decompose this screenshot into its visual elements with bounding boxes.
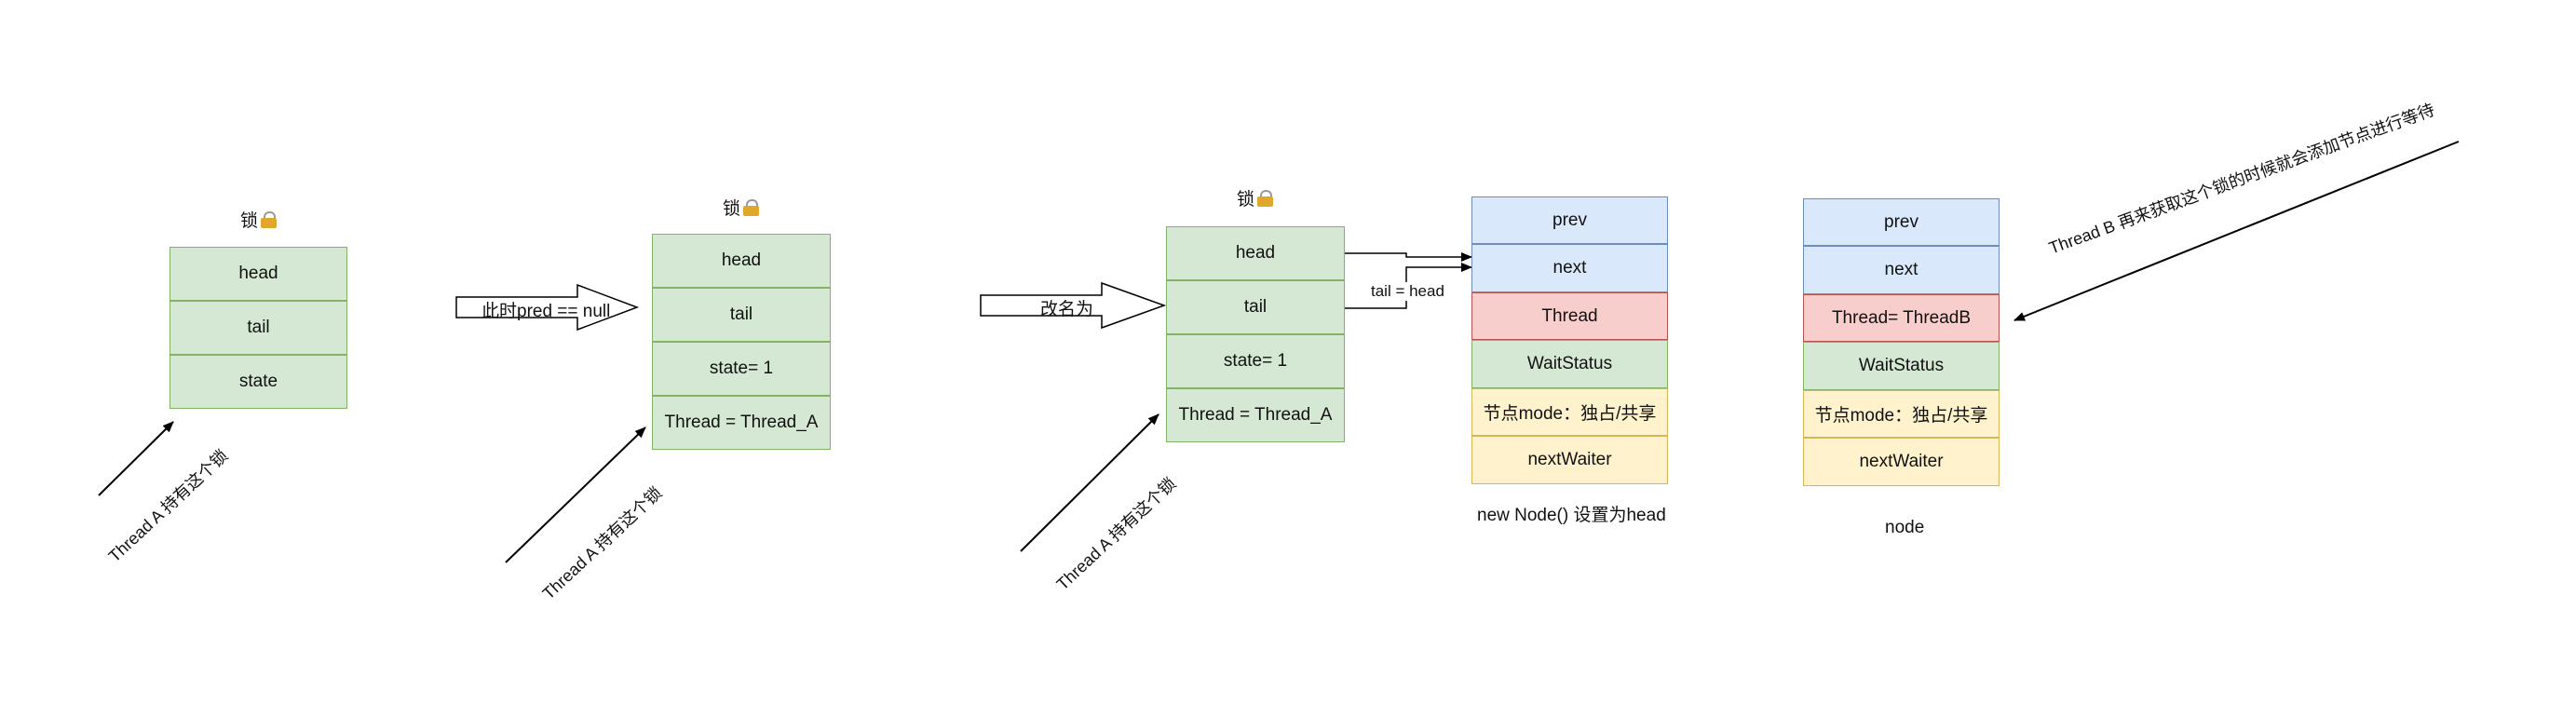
field-head: head <box>652 234 831 288</box>
node-field-waitstatus: WaitStatus <box>1471 340 1668 388</box>
node-field-nextwaiter: nextWaiter <box>1471 436 1668 484</box>
lock-icon <box>742 198 761 216</box>
field-thread: Thread = Thread_A <box>1166 388 1345 442</box>
lock-label: 锁 <box>1237 190 1255 210</box>
node-b-caption: node <box>1885 518 1925 537</box>
node-field-prev: prev <box>1803 198 2000 246</box>
field-tail: tail <box>652 288 831 342</box>
node-field-prev: prev <box>1471 196 1668 244</box>
node-field-nextwaiter: nextWaiter <box>1803 438 2000 486</box>
field-tail: tail <box>169 301 347 355</box>
node-field-thread: Thread <box>1471 292 1668 340</box>
block-arrow-1 <box>455 283 640 332</box>
node-field-next: next <box>1803 246 2000 294</box>
field-state: state= 1 <box>652 342 831 396</box>
field-state: state <box>169 355 347 409</box>
lock-icon <box>1256 189 1275 207</box>
annotation-arrow-b <box>2013 141 2460 321</box>
connector-head <box>1345 252 1472 262</box>
node-field-mode: 节点mode：独占/共享 <box>1803 390 2000 438</box>
lock-title-3: 锁 <box>1237 185 1275 210</box>
lock-label: 锁 <box>240 211 259 231</box>
block-arrow-label-1: 此时pred == null <box>481 302 611 321</box>
field-thread: Thread = Thread_A <box>652 396 831 450</box>
annotation-arrow-2 <box>505 426 646 563</box>
lock-icon <box>260 210 278 228</box>
field-tail: tail <box>1166 280 1345 334</box>
edge-label-tail-head: tail = head <box>1371 282 1444 301</box>
node-field-mode: 节点mode：独占/共享 <box>1471 388 1668 436</box>
field-head: head <box>169 247 347 301</box>
lock-label: 锁 <box>723 199 741 219</box>
node-field-thread: Thread= ThreadB <box>1803 294 2000 342</box>
node-field-waitstatus: WaitStatus <box>1803 342 2000 390</box>
lock-title-1: 锁 <box>240 207 278 232</box>
field-head: head <box>1166 226 1345 280</box>
annotation-arrow-3 <box>1020 413 1159 552</box>
lock-title-2: 锁 <box>723 195 761 220</box>
block-arrow-2 <box>980 281 1167 330</box>
annotation-arrow-1 <box>98 421 174 496</box>
node-head-caption: new Node() 设置为head <box>1477 506 1666 525</box>
node-field-next: next <box>1471 244 1668 292</box>
field-state: state= 1 <box>1166 334 1345 388</box>
block-arrow-label-2: 改名为 <box>1040 300 1094 319</box>
